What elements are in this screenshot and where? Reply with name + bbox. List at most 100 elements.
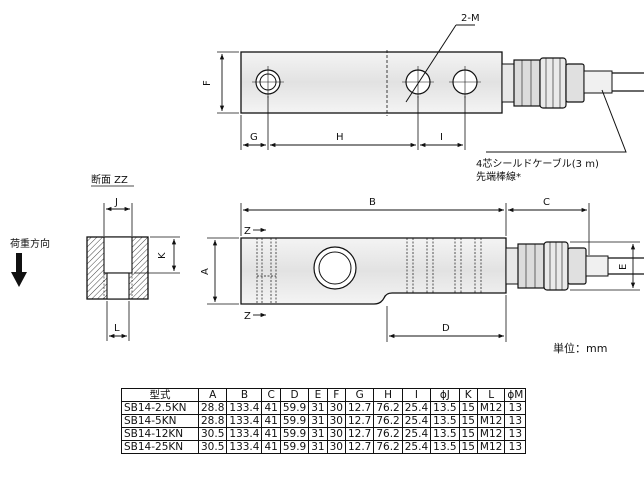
table-row: SB14-2.5KN 28.8 133.4 41 59.9 31 30 12.7… <box>121 401 527 415</box>
cable <box>612 72 644 92</box>
cell-J: 13.5 <box>430 440 460 454</box>
cell-C: 41 <box>261 414 281 428</box>
table-row: SB14-5KN 28.8 133.4 41 59.9 31 30 12.7 7… <box>121 414 527 428</box>
tap-leader <box>405 24 457 103</box>
cell-E: 31 <box>308 414 328 428</box>
cell-A: 28.8 <box>197 414 228 428</box>
cell-model: SB14-2.5KN <box>121 401 199 415</box>
header-H: H <box>373 388 403 402</box>
cell-model: SB14-12KN <box>121 427 199 441</box>
load-direction-label: 荷重方向 <box>10 237 50 250</box>
dim-L-label: L <box>114 323 120 334</box>
header-K: K <box>458 388 478 402</box>
cell-J: 13.5 <box>430 414 460 428</box>
table-row: SB14-25KN 30.5 133.4 41 59.9 31 30 12.7 … <box>121 440 527 454</box>
dim-I-label: I <box>440 132 443 143</box>
header-I: I <box>401 388 432 402</box>
cell-F: 30 <box>326 414 346 428</box>
cell-G: 12.7 <box>344 427 375 441</box>
cell-M: 13 <box>504 401 527 415</box>
cell-E: 31 <box>308 427 328 441</box>
dim-H-label: H <box>336 132 344 143</box>
header-L: L <box>476 388 506 402</box>
cell-D: 59.9 <box>279 414 310 428</box>
cable-label-2: 先端棒線* <box>476 170 521 183</box>
cell-A: 30.5 <box>197 427 228 441</box>
cell-H: 76.2 <box>373 427 403 441</box>
cell-B: 133.4 <box>226 414 263 428</box>
hidden-tapped-holes <box>406 238 482 293</box>
dim-F-label: F <box>202 80 213 86</box>
cell-C: 41 <box>261 427 281 441</box>
dim-A-label: A <box>200 268 211 275</box>
cell-K: 15 <box>458 401 478 415</box>
cell-model: SB14-5KN <box>121 414 199 428</box>
cell-J: 13.5 <box>430 401 460 415</box>
cell-L: M12 <box>476 401 506 415</box>
cell-J: 13.5 <box>430 427 460 441</box>
side-view-body <box>240 237 507 305</box>
section-zz: 断面 ZZ J K L 荷重方向 <box>10 173 180 341</box>
cell-F: 30 <box>326 401 346 415</box>
dim-B-label: B <box>369 197 376 208</box>
section-counterbore <box>103 236 133 274</box>
load-direction-arrow-icon <box>11 253 27 287</box>
cell-B: 133.4 <box>226 427 263 441</box>
header-C: C <box>261 388 281 402</box>
cell-L: M12 <box>476 440 506 454</box>
cell-D: 59.9 <box>279 401 310 415</box>
spec-header-row: 型式 A B C D E F G H I ϕJ K L ϕM <box>121 388 527 402</box>
cell-F: 30 <box>326 427 346 441</box>
cell-I: 25.4 <box>401 440 432 454</box>
cell-B: 133.4 <box>226 401 263 415</box>
cell-I: 25.4 <box>401 414 432 428</box>
section-title: 断面 ZZ <box>91 173 128 186</box>
cell-H: 76.2 <box>373 440 403 454</box>
header-E: E <box>308 388 328 402</box>
header-F: F <box>326 388 346 402</box>
table-row: SB14-12KN 30.5 133.4 41 59.9 31 30 12.7 … <box>121 427 527 441</box>
cell-B: 133.4 <box>226 440 263 454</box>
header-G: G <box>344 388 375 402</box>
tap-label: 2-M <box>461 13 480 24</box>
cell-E: 31 <box>308 401 328 415</box>
header-J: ϕJ <box>430 388 460 402</box>
dim-C-label: C <box>543 197 550 208</box>
cell-G: 12.7 <box>344 401 375 415</box>
header-model: 型式 <box>121 388 199 402</box>
top-view: 2-M 4芯シールドケーブル(3 m) 先端棒線* F <box>202 13 644 183</box>
cell-M: 13 <box>504 440 527 454</box>
cell-I: 25.4 <box>401 401 432 415</box>
cable-leader <box>486 89 627 153</box>
spec-table: 型式 A B C D E F G H I ϕJ K L ϕM SB14-2.5K… <box>121 388 527 454</box>
dim-E-label: E <box>618 264 629 270</box>
dim-G-label: G <box>250 132 258 143</box>
cell-L: M12 <box>476 414 506 428</box>
cell-I: 25.4 <box>401 427 432 441</box>
cell-model: SB14-25KN <box>121 440 199 454</box>
unit-label: 単位：mm <box>553 342 608 355</box>
cell-E: 31 <box>308 440 328 454</box>
dim-J-label: J <box>114 197 118 208</box>
header-D: D <box>279 388 310 402</box>
cell-H: 76.2 <box>373 414 403 428</box>
cable-gland-top <box>501 57 613 109</box>
cable-label: 4芯シールドケーブル(3 m) <box>476 157 599 170</box>
section-mark-bottom: Z <box>244 311 251 322</box>
section-thread <box>106 272 130 300</box>
cell-C: 41 <box>261 440 281 454</box>
cell-G: 12.7 <box>344 414 375 428</box>
cell-C: 41 <box>261 401 281 415</box>
sensing-hole-inner <box>318 251 352 285</box>
section-mark-top: Z <box>244 226 251 237</box>
cell-A: 28.8 <box>197 401 228 415</box>
cell-K: 15 <box>458 414 478 428</box>
side-view: Z Z A B C D E <box>200 197 644 342</box>
cell-L: M12 <box>476 427 506 441</box>
cell-K: 15 <box>458 440 478 454</box>
cell-D: 59.9 <box>279 427 310 441</box>
cell-M: 13 <box>504 427 527 441</box>
header-M: ϕM <box>504 388 527 402</box>
cell-M: 13 <box>504 414 527 428</box>
